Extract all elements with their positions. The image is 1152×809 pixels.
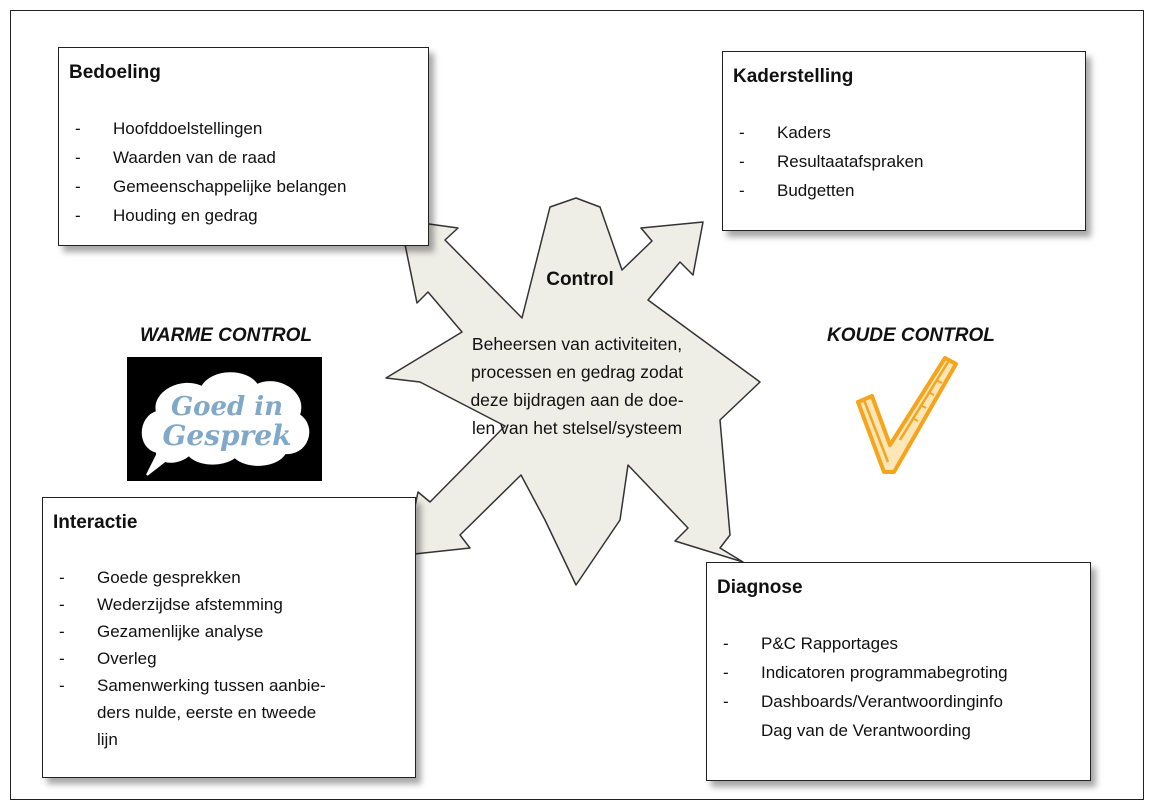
list-item-continuation: Dag van de Verantwoording: [761, 721, 971, 740]
list-item: -Waarden van de raad: [75, 148, 276, 167]
diagnose-title: Diagnose: [717, 577, 803, 598]
list-item: -Resultaatafspraken: [739, 152, 924, 171]
control-description: Beheersen van activiteiten, processen en…: [432, 330, 722, 442]
list-item: -Hoofddoelstellingen: [75, 119, 263, 138]
interactie-list: -Goede gesprekken -Wederzijdse afstemmin…: [53, 564, 405, 753]
description-line: Beheersen van activiteiten,: [471, 334, 683, 354]
svg-text:Goed in: Goed in: [171, 392, 283, 422]
kaderstelling-box: Kaderstelling -Kaders -Resultaatafsprake…: [722, 51, 1086, 231]
list-item-continuation: lijn: [97, 730, 118, 749]
list-item: -Kaders: [739, 123, 831, 142]
list-item: -Dashboards/Verantwoordinginfo: [723, 692, 1003, 711]
list-item: -Samenwerking tussen aanbie-: [59, 676, 326, 695]
list-item-continuation: ders nulde, eerste en tweede: [97, 703, 317, 722]
list-item: -Gemeenschappelijke belangen: [75, 177, 347, 196]
warme-control-label: WARME CONTROL: [140, 325, 313, 346]
list-item: -Overleg: [59, 649, 157, 668]
bedoeling-list: -Hoofddoelstellingen -Waarden van de raa…: [69, 114, 418, 230]
koude-control-label: KOUDE CONTROL: [827, 325, 995, 346]
svg-text:Gesprek: Gesprek: [162, 419, 291, 452]
list-item: -Budgetten: [739, 181, 855, 200]
control-title: Control: [546, 269, 614, 290]
checkmark-icon: [850, 350, 960, 480]
diagram-frame: [10, 10, 1144, 800]
interactie-box: Interactie -Goede gesprekken -Wederzijds…: [42, 497, 416, 778]
description-line: len van het stelsel/systeem: [471, 418, 683, 438]
bedoeling-title: Bedoeling: [69, 62, 161, 83]
list-item: -Houding en gedrag: [75, 206, 258, 225]
description-line: deze bijdragen aan de doe-: [470, 390, 684, 410]
description-line: processen en gedrag zodat: [470, 362, 684, 382]
bedoeling-box: Bedoeling -Hoofddoelstellingen -Waarden …: [58, 47, 429, 246]
list-item: -Indicatoren programmabegroting: [723, 663, 1008, 682]
list-item: -Gezamenlijke analyse: [59, 622, 264, 641]
list-item: -P&C Rapportages: [723, 634, 899, 653]
diagnose-box: Diagnose -P&C Rapportages -Indicatoren p…: [706, 562, 1091, 781]
diagnose-list: -P&C Rapportages -Indicatoren programmab…: [717, 629, 1080, 745]
goed-in-gesprek-logo: Goed in Gesprek: [127, 357, 322, 481]
interactie-title: Interactie: [53, 512, 138, 533]
list-item: -Wederzijdse afstemming: [59, 595, 283, 614]
kaderstelling-title: Kaderstelling: [733, 66, 854, 87]
list-item: -Goede gesprekken: [59, 568, 241, 587]
kaderstelling-list: -Kaders -Resultaatafspraken -Budgetten: [733, 118, 1075, 205]
